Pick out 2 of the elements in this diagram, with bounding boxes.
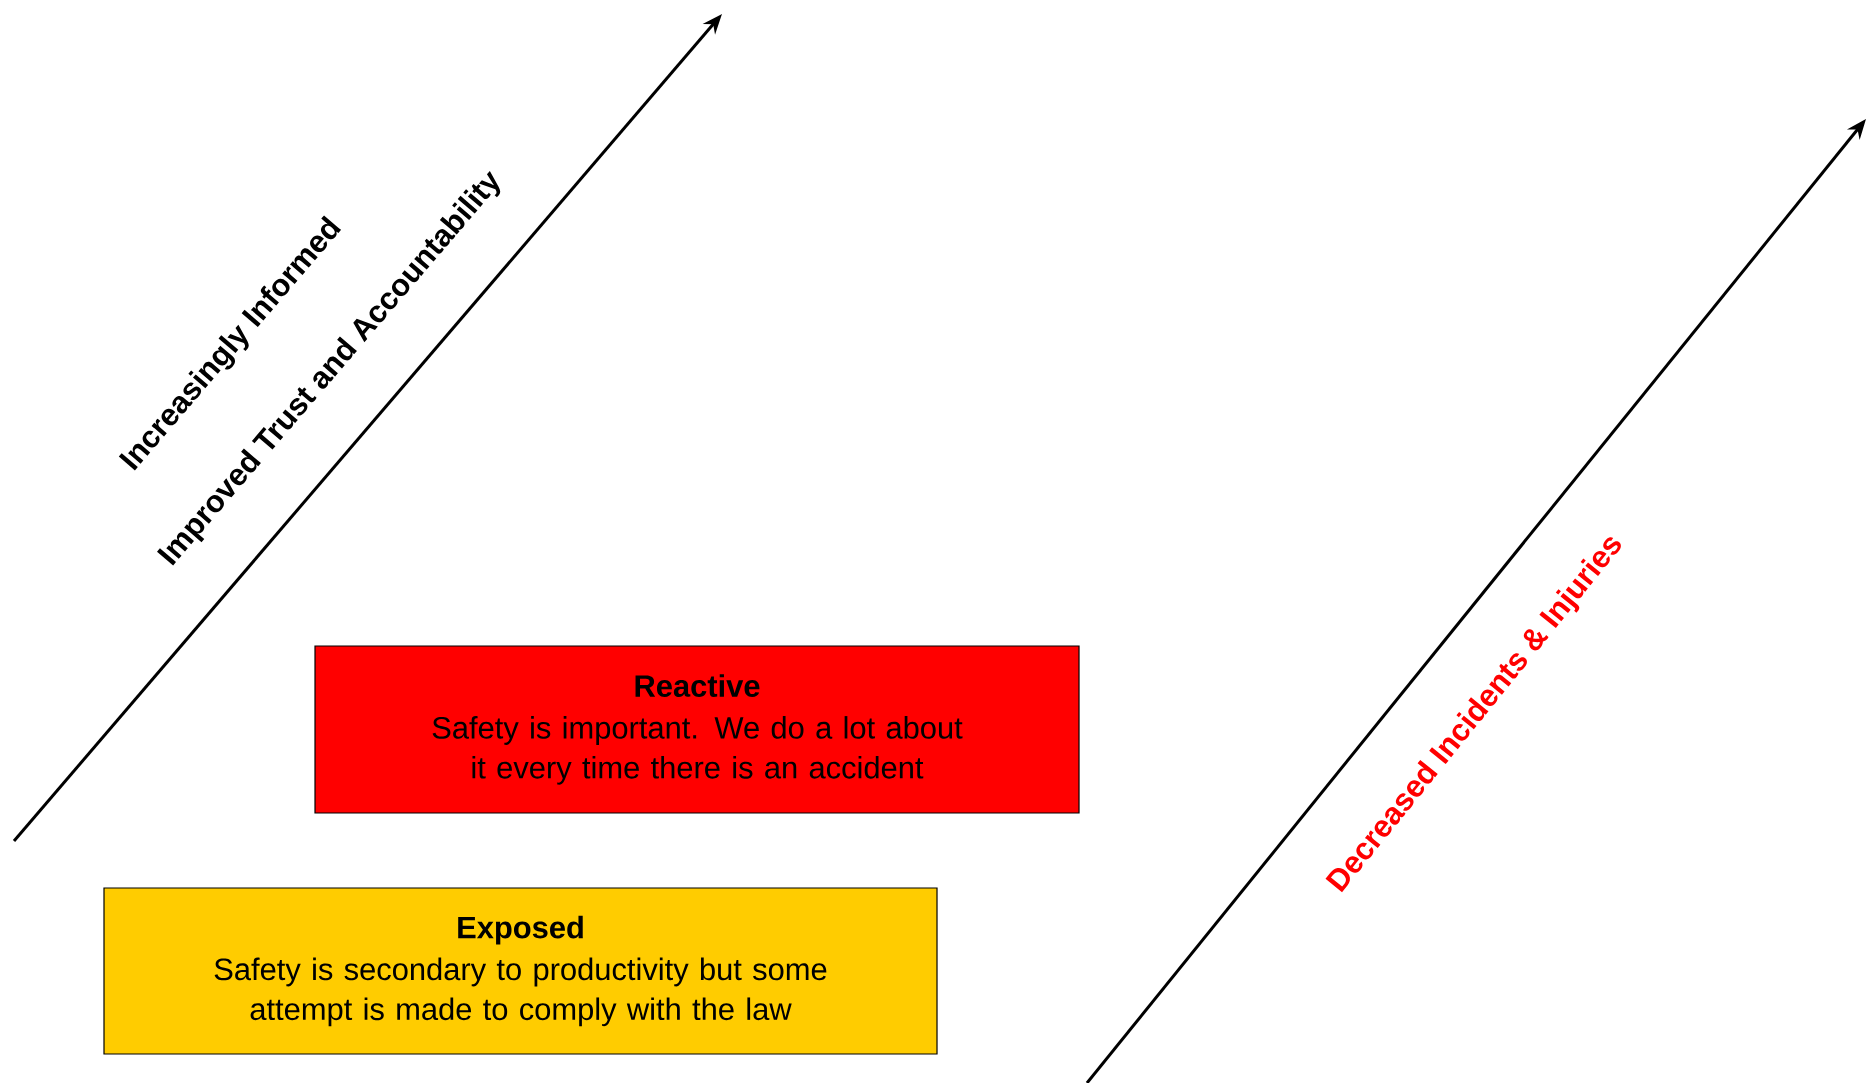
- stage-box: Exposed Safety is secondary to productivity but some attempt is made to comply with the law: [103, 887, 938, 1055]
- stage-box: Reactive Safety is important. We do a lot about it every time there is an accident: [314, 645, 1080, 814]
